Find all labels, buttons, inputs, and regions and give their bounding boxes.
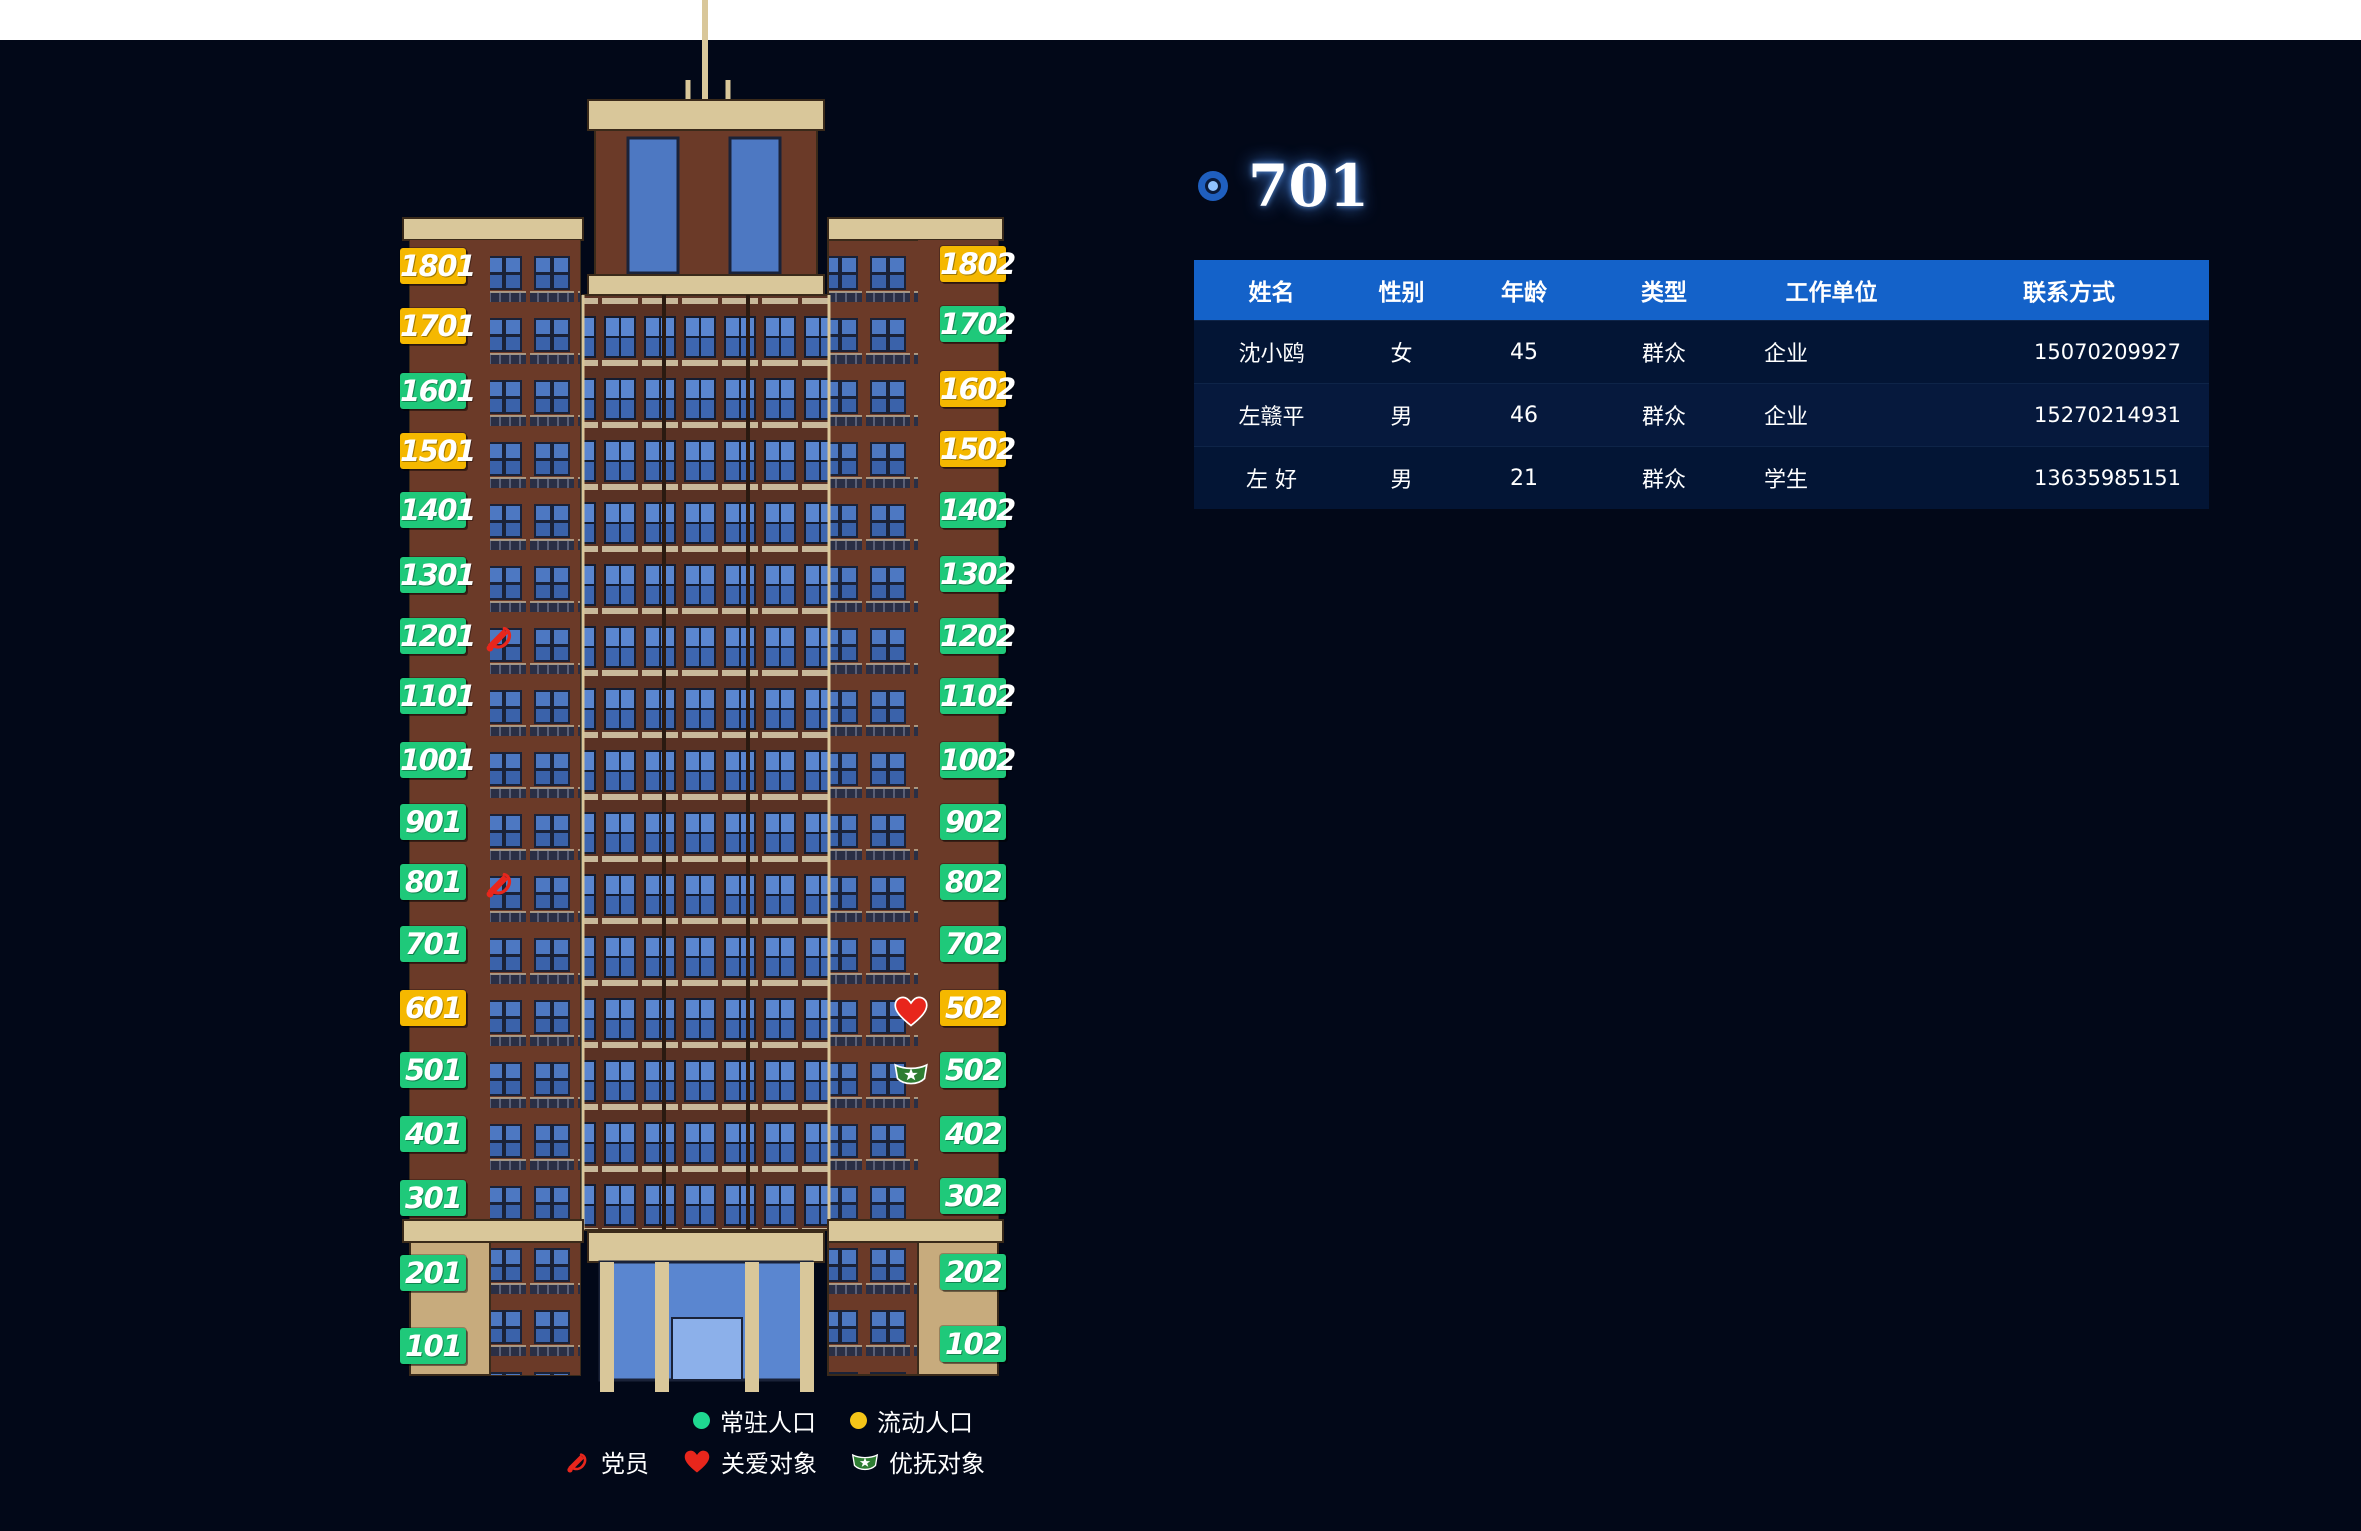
table-row[interactable]: 沈小鸥 女 45 群众 企业 15070209927 <box>1194 320 2209 384</box>
cell-type: 群众 <box>1594 446 1734 509</box>
unit-left-18[interactable]: 101 <box>400 1328 466 1364</box>
unit-right-12[interactable]: 702 <box>940 926 1006 962</box>
legend-tags: 党员 关爱对象 优抚对象 <box>563 1444 985 1479</box>
cell-type: 群众 <box>1594 320 1734 384</box>
legend-resident-label: 常驻人口 <box>720 1409 816 1437</box>
cell-contact: 13635985151 <box>1929 446 2209 509</box>
unit-left-11[interactable]: 801 <box>400 864 466 900</box>
unit-right-4[interactable]: 1502 <box>940 431 1016 467</box>
legend-care-target-label: 关爱对象 <box>721 1450 817 1478</box>
cell-name: 沈小鸥 <box>1194 320 1349 384</box>
unit-left-7[interactable]: 1201 <box>400 618 476 654</box>
unit-right-17[interactable]: 202 <box>940 1254 1006 1290</box>
legend-preferential-target: 优抚对象 <box>851 1444 985 1479</box>
unit-left-1[interactable]: 1801 <box>400 248 476 284</box>
unit-left-13[interactable]: 601 <box>400 990 466 1026</box>
military-badge-icon <box>893 1056 929 1092</box>
legend-preferential-target-label: 优抚对象 <box>889 1450 985 1478</box>
cell-name: 左赣平 <box>1194 383 1349 447</box>
legend-population: 常驻人口 流动人口 <box>693 1403 973 1438</box>
cell-gender: 男 <box>1349 446 1454 509</box>
unit-right-5[interactable]: 1402 <box>940 492 1016 528</box>
unit-left-17[interactable]: 201 <box>400 1255 466 1291</box>
building-illustration <box>402 0 1004 1392</box>
party-emblem-icon <box>481 866 517 902</box>
unit-right-6[interactable]: 1302 <box>940 556 1016 592</box>
unit-right-1[interactable]: 1802 <box>940 246 1016 282</box>
resident-table: 姓名 性别 年龄 类型 工作单位 联系方式 沈小鸥 女 45 群众 企业 150… <box>1194 260 2209 509</box>
header-contact: 联系方式 <box>1929 260 2209 321</box>
cell-age: 46 <box>1454 383 1594 447</box>
unit-left-10[interactable]: 901 <box>400 804 466 840</box>
header-type: 类型 <box>1594 260 1734 321</box>
cell-workplace: 企业 <box>1734 383 1929 447</box>
cell-workplace: 企业 <box>1734 320 1929 384</box>
party-emblem-icon <box>567 1452 587 1472</box>
unit-right-10[interactable]: 902 <box>940 804 1006 840</box>
unit-right-11[interactable]: 802 <box>940 864 1006 900</box>
unit-right-8[interactable]: 1102 <box>940 678 1016 714</box>
legend-floating: 流动人口 <box>850 1403 973 1438</box>
table-row[interactable]: 左赣平 男 46 群众 企业 15270214931 <box>1194 383 2209 447</box>
legend-floating-label: 流动人口 <box>877 1409 973 1437</box>
unit-left-4[interactable]: 1501 <box>400 433 476 469</box>
selected-room-number: 701 <box>1248 152 1370 220</box>
unit-left-2[interactable]: 1701 <box>400 308 476 344</box>
resident-dot-icon <box>693 1412 710 1429</box>
legend-party-member-label: 党员 <box>601 1450 649 1478</box>
unit-left-14[interactable]: 501 <box>400 1052 466 1088</box>
unit-right-16[interactable]: 302 <box>940 1178 1006 1214</box>
header-gender: 性别 <box>1349 260 1454 321</box>
unit-left-9[interactable]: 1001 <box>400 742 476 778</box>
cell-workplace: 学生 <box>1734 446 1929 509</box>
unit-right-9[interactable]: 1002 <box>940 742 1016 778</box>
unit-right-15[interactable]: 402 <box>940 1116 1006 1152</box>
legend-party-member: 党员 <box>563 1444 649 1479</box>
table-header-row: 姓名 性别 年龄 类型 工作单位 联系方式 <box>1194 260 2209 321</box>
unit-left-3[interactable]: 1601 <box>400 373 476 409</box>
unit-right-7[interactable]: 1202 <box>940 618 1016 654</box>
heart-icon <box>684 1450 710 1472</box>
unit-right-14[interactable]: 502 <box>940 1052 1006 1088</box>
unit-right-13[interactable]: 502 <box>940 990 1006 1026</box>
legend-care-target: 关爱对象 <box>683 1444 817 1479</box>
header-workplace: 工作单位 <box>1734 260 1929 321</box>
floating-dot-icon <box>850 1412 867 1429</box>
unit-left-16[interactable]: 301 <box>400 1180 466 1216</box>
military-badge-icon <box>851 1453 879 1470</box>
selected-room-header: 701 <box>1196 152 1369 220</box>
cell-name: 左 好 <box>1194 446 1349 509</box>
header-age: 年龄 <box>1454 260 1594 321</box>
unit-left-8[interactable]: 1101 <box>400 678 476 714</box>
party-emblem-icon <box>481 620 517 656</box>
cell-type: 群众 <box>1594 383 1734 447</box>
header-name: 姓名 <box>1194 260 1349 321</box>
unit-left-12[interactable]: 701 <box>400 926 466 962</box>
target-icon <box>1198 171 1228 201</box>
unit-right-18[interactable]: 102 <box>940 1326 1006 1362</box>
unit-left-6[interactable]: 1301 <box>400 557 476 593</box>
unit-left-5[interactable]: 1401 <box>400 492 476 528</box>
table-row[interactable]: 左 好 男 21 群众 学生 13635985151 <box>1194 446 2209 509</box>
cell-gender: 女 <box>1349 320 1454 384</box>
cell-age: 45 <box>1454 320 1594 384</box>
unit-right-2[interactable]: 1702 <box>940 306 1016 342</box>
unit-right-3[interactable]: 1602 <box>940 371 1016 407</box>
cell-contact: 15270214931 <box>1929 383 2209 447</box>
legend-resident: 常驻人口 <box>693 1403 816 1438</box>
cell-contact: 15070209927 <box>1929 320 2209 384</box>
unit-left-15[interactable]: 401 <box>400 1116 466 1152</box>
cell-age: 21 <box>1454 446 1594 509</box>
cell-gender: 男 <box>1349 383 1454 447</box>
top-bar <box>0 0 2361 40</box>
heart-icon <box>893 994 929 1030</box>
